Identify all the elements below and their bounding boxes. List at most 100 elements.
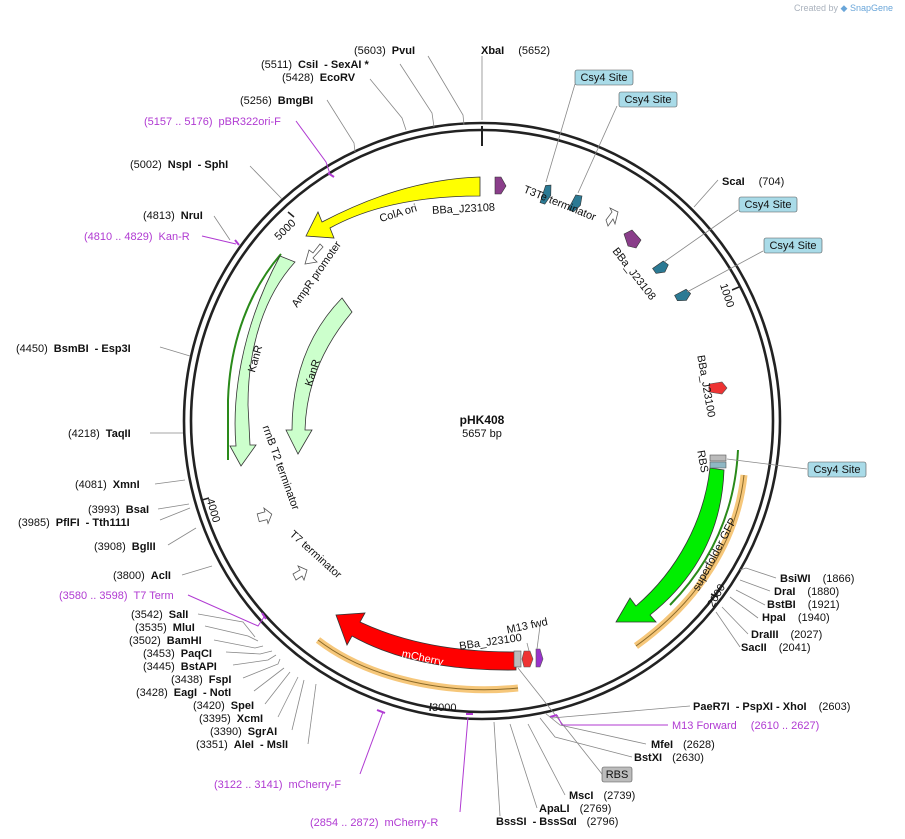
svg-text:HpaI(1940): HpaI(1940): [762, 612, 830, 624]
primer-mcherryf-name: mCherry-F: [289, 779, 342, 791]
enzyme-bglii-name: BglII: [132, 541, 156, 553]
csy4-box-4[interactable]: Csy4 Site: [686, 237, 823, 293]
svg-text:BsiWI(1866): BsiWI(1866): [780, 573, 854, 585]
csy4-box-1[interactable]: Csy4 Site: [545, 69, 634, 183]
enzyme-acli-name: AclI: [151, 570, 171, 582]
plasmid-length: 5657 bp: [462, 428, 502, 440]
cola-ori-arrow[interactable]: [305, 176, 481, 239]
enzyme-ecorv-pos: (5428): [282, 72, 314, 84]
enzyme-xbai-pos: (5652): [518, 45, 550, 57]
enzyme-bmgbi-pos: (5256): [240, 95, 272, 107]
enzyme-pvui-name: PvuI: [392, 45, 415, 57]
primer-kan-r[interactable]: (4810 .. 4829)Kan-R: [84, 231, 240, 246]
tick-label-5000: 5000: [273, 217, 299, 243]
enzyme-sacii-pos: (2041): [779, 642, 811, 654]
enzyme-sacii-name: SacII: [741, 642, 767, 654]
enzyme-fspi-pos: (3438): [171, 674, 203, 686]
csy4-arrow-2[interactable]: [567, 193, 584, 213]
enzyme-alei-name: AleI: [234, 739, 254, 751]
enzyme-taqii-pos: (4218): [68, 428, 100, 440]
enzyme-apali-name: ApaLI: [539, 803, 570, 815]
svg-text:(3580 .. 3598)T7 Term: (3580 .. 3598)T7 Term: [59, 590, 174, 602]
svg-text:PaeR7I- PspXI - XhoI(2603): PaeR7I- PspXI - XhoI(2603): [693, 701, 850, 713]
enzyme-bstbi-pos: (1921): [808, 599, 840, 611]
enzyme-fspi-name: FspI: [209, 674, 232, 686]
t7-terminator-arrow[interactable]: [292, 565, 308, 582]
m13-fwd-arrow[interactable]: [535, 648, 544, 668]
svg-text:(3351)AleI- MslI: (3351)AleI- MslI: [196, 739, 288, 751]
enzyme-scai-pos: (704): [759, 176, 785, 188]
rrnb-t2-arrow[interactable]: [256, 506, 274, 525]
kanr-inner-arrow[interactable]: [285, 297, 353, 455]
bba-j23108-top-label: BBa_J23108: [432, 202, 496, 217]
t3te-terminator-arrow[interactable]: [605, 207, 619, 227]
csy4-box-5[interactable]: Csy4 Site: [726, 458, 867, 478]
enzyme-nspi-name: NspI: [168, 159, 192, 171]
ampr-promoter-arrow[interactable]: [304, 243, 324, 265]
svg-text:(3445)BstAPI: (3445)BstAPI: [143, 661, 217, 673]
tick-mark-4000: [201, 497, 210, 501]
enzyme-bamhi-name: BamHI: [167, 635, 202, 647]
csy4-arrow-3[interactable]: [652, 260, 671, 277]
gfp-green-highlight: [669, 449, 739, 606]
svg-text:(3428)EagI- NotI: (3428)EagI- NotI: [136, 687, 231, 699]
enzyme-bsiwi-pos: (1866): [823, 573, 855, 585]
svg-text:(3502)BamHI: (3502)BamHI: [129, 635, 202, 647]
enzyme-pvui-pos: (5603): [354, 45, 386, 57]
bba-j23100-bottom-arrow[interactable]: [521, 650, 534, 668]
csy4-arrow-1[interactable]: [539, 184, 554, 205]
enzyme-hpai-pos: (1940): [798, 612, 830, 624]
csy4-box-2[interactable]: Csy4 Site: [577, 91, 678, 194]
enzyme-paer7i-name: PaeR7I: [693, 701, 730, 713]
primer-pbr322ori-range: (5157 .. 5176): [144, 116, 213, 128]
enzyme-drai-name: DraI: [774, 586, 795, 598]
svg-text:(4450)BsmBI- Esp3I: (4450)BsmBI- Esp3I: [16, 343, 131, 355]
svg-text:(3395)XcmI: (3395)XcmI: [199, 713, 263, 725]
bba-j23108-right-arrow[interactable]: [623, 229, 642, 249]
enzyme-sali-name: SalI: [169, 609, 189, 621]
m13-fwd-label: M13 fwd: [506, 616, 549, 636]
enzyme-bstxi-pos: (2630): [672, 752, 704, 764]
enzyme-eagi-pos: (3428): [136, 687, 168, 699]
svg-text:M13 Forward(2610 .. 2627): M13 Forward(2610 .. 2627): [672, 720, 819, 732]
enzyme-mlui-pos: (3535): [135, 622, 167, 634]
bba-j23100-right-arrow[interactable]: [708, 381, 728, 395]
bba-j23108-top-arrow[interactable]: [494, 176, 507, 195]
enzyme-xbai-name: XbaI: [481, 45, 504, 57]
primer-mcherry-r[interactable]: (2854 .. 2872)mCherry-R: [310, 713, 473, 829]
svg-text:(3985)PflFI- Tth111I: (3985)PflFI- Tth111I: [18, 517, 130, 529]
enzyme-ecorv-name: EcoRV: [320, 72, 356, 84]
enzyme-bstxi-name: BstXI: [634, 752, 662, 764]
svg-text:(4081)XmnI: (4081)XmnI: [75, 479, 140, 491]
primer-m13-forward[interactable]: M13 Forward(2610 .. 2627): [549, 714, 819, 732]
enzyme-mfei-pos: (2628): [683, 739, 715, 751]
kanr-outer-arrow[interactable]: [229, 255, 296, 467]
enzyme-pflfi-extra: - Tth111I: [86, 517, 130, 529]
enzyme-bsssi-pos: (2796): [587, 816, 619, 828]
primer-pbr322ori-name: pBR322ori-F: [219, 116, 282, 128]
enzyme-csii-pos: (5511): [261, 59, 292, 71]
primer-t7-term[interactable]: (3580 .. 3598)T7 Term: [59, 590, 267, 627]
svg-text:(3908)BglII: (3908)BglII: [94, 541, 156, 553]
mcherry-arrow[interactable]: [335, 612, 517, 671]
enzyme-bsssi-extra: - BssSαI: [533, 816, 577, 828]
svg-text:(3390)SgrAI: (3390)SgrAI: [210, 726, 277, 738]
csy4-box-3[interactable]: Csy4 Site: [663, 196, 798, 263]
enzyme-paqci-pos: (3453): [143, 648, 175, 660]
enzyme-bsmbi-extra: - Esp3I: [95, 343, 131, 355]
svg-text:(3535)MluI: (3535)MluI: [135, 622, 195, 634]
svg-text:(3453)PaqCI: (3453)PaqCI: [143, 648, 212, 660]
csy4-arrow-4[interactable]: [674, 288, 693, 304]
tick-mark-1000: [731, 286, 740, 291]
enzyme-nrui-name: NruI: [181, 210, 203, 222]
svg-text:ApaLI(2769): ApaLI(2769): [539, 803, 611, 815]
enzyme-paer7i-pos: (2603): [819, 701, 851, 713]
primer-pbr322ori-f[interactable]: (5157 .. 5176) pBR322ori-F: [144, 116, 335, 178]
svg-text:(5428)EcoRV: (5428) EcoRV: [282, 72, 356, 84]
svg-text:XbaI(5652): XbaI (5652): [481, 45, 550, 57]
rbs-right-marker: [709, 454, 727, 462]
enzyme-eagi-extra: - NotI: [203, 687, 231, 699]
primer-mcherry-f[interactable]: (3122 .. 3141)mCherry-F: [214, 709, 386, 791]
superfolder-gfp-arrow[interactable]: [615, 467, 725, 623]
enzyme-bsmbi-pos: (4450): [16, 343, 48, 355]
